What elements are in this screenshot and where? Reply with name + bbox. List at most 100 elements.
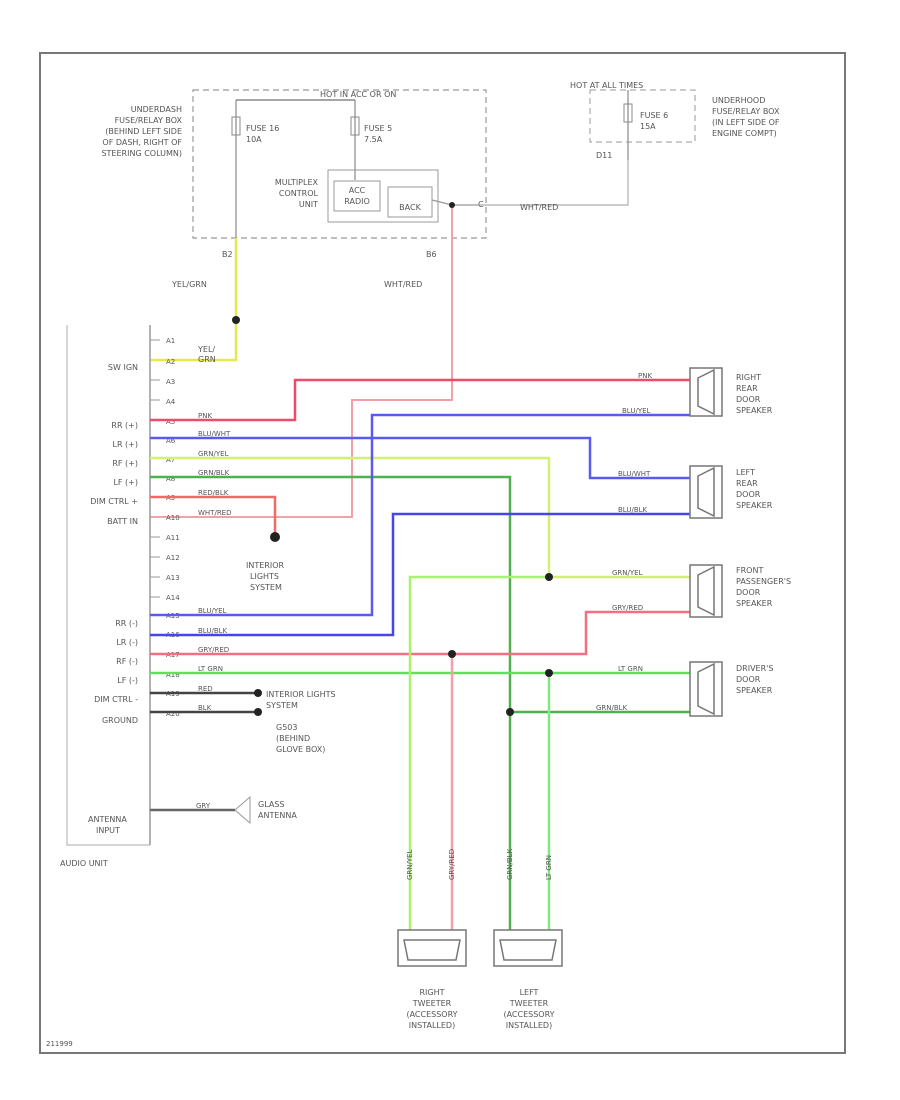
diagram-label: STEERING COLUMN) (101, 149, 182, 158)
wire-blu-yel (150, 413, 690, 617)
diagram-label: FUSE/RELAY BOX (115, 116, 183, 125)
diagram-label: GRY/RED (612, 604, 643, 612)
wire-wht-red (150, 205, 453, 518)
footer-code: 211999 (46, 1040, 73, 1048)
diagram-label: GRY/RED (198, 646, 229, 654)
diagram-label: ANTENNA (258, 811, 297, 820)
diagram-label: A18 (166, 671, 180, 679)
diagram-label: DOOR (736, 675, 761, 684)
diagram-label: G503 (276, 723, 297, 732)
diagram-label: WHT/RED (384, 280, 422, 289)
diagram-label: BLU/BLK (198, 627, 228, 635)
diagram-label: HOT IN ACC OR ON (320, 90, 396, 99)
diagram-label: DIM CTRL - (94, 695, 138, 704)
diagram-label: FUSE 16 (246, 124, 279, 133)
diagram-label: WHT/RED (520, 203, 558, 212)
diagram-label: A3 (166, 378, 175, 386)
diagram-label: GRN/YEL (406, 849, 414, 880)
left-tweeter: GRN/BLK LT GRN LEFT TWEETER (ACCESSORY I… (493, 848, 563, 1030)
diagram-label: BATT IN (107, 517, 138, 526)
diagram-label: LT GRN (618, 665, 643, 673)
diagram-label: A20 (166, 710, 180, 718)
audio-unit: AUDIO UNIT ANTENNA INPUT (60, 325, 151, 868)
diagram-label: A2 (166, 358, 175, 366)
diagram-frame (39, 52, 846, 1054)
right-rear-speaker: RIGHT REAR DOOR SPEAKER PNK BLU/YEL (622, 367, 773, 417)
diagram-label: B2 (222, 250, 233, 259)
diagram-label: A14 (166, 594, 180, 602)
diagram-label: 10A (246, 135, 262, 144)
diagram-label: TWEETER (509, 999, 549, 1008)
left-rear-speaker: LEFT REAR DOOR SPEAKER BLU/WHT BLU/BLK (618, 465, 773, 519)
diagram-label: GRN (198, 355, 216, 364)
diagram-label: BLU/WHT (198, 430, 231, 438)
diagram-label: LF (-) (117, 676, 138, 685)
diagram-label: RF (-) (116, 657, 138, 666)
diagram-label: A5 (166, 418, 175, 426)
diagram-label: GRN/BLK (198, 469, 230, 477)
diagram-label: UNDERHOOD (712, 96, 765, 105)
diagram-label: LEFT (520, 988, 539, 997)
diagram-label: A10 (166, 514, 180, 522)
diagram-label: YEL/ (197, 345, 215, 354)
diagram-label: UNDERDASH (131, 105, 182, 114)
diagram-label: YEL/GRN (171, 280, 207, 289)
underdash-fuse-box: HOT IN ACC OR ON UNDERDASH FUSE/RELAY BO… (101, 89, 487, 259)
diagram-label: HOT AT ALL TIMES (570, 81, 643, 90)
diagram-label: A6 (166, 437, 176, 445)
diagram-label: A11 (166, 534, 180, 542)
diagram-label: ACC (349, 186, 366, 195)
diagram-label: UNIT (299, 200, 318, 209)
diagram-label: GRN/YEL (198, 450, 229, 458)
diagram-label: BLU/YEL (198, 607, 227, 615)
diagram-label: GROUND (102, 716, 138, 725)
diagram-label: (BEHIND LEFT SIDE (105, 127, 182, 136)
diagram-label: D11 (596, 151, 612, 160)
diagram-label: A1 (166, 337, 175, 345)
wire-grn-blk (150, 475, 690, 714)
diagram-label: BACK (399, 203, 421, 212)
diagram-label: DRIVER'S (736, 664, 773, 673)
diagram-label: GLASS (258, 800, 284, 809)
driver-speaker: DRIVER'S DOOR SPEAKER LT GRN GRN/BLK (596, 661, 773, 717)
underhood-fuse-box: HOT AT ALL TIMES FUSE 6 15A UNDERHOOD FU… (431, 81, 780, 212)
diagram-label: PNK (638, 372, 652, 380)
diagram-label: B6 (426, 250, 437, 259)
wire-red-blk (150, 495, 277, 537)
wire-gry-red (150, 610, 690, 656)
diagram-label: RADIO (344, 197, 370, 206)
function-labels: SW IGN RR (+) LR (+) RF (+) LF (+) DIM C… (90, 363, 138, 725)
diagram-label: BLU/WHT (618, 470, 651, 478)
power-wires: YEL/GRN YEL/ GRN WHT/RED (150, 202, 455, 518)
diagram-label: SPEAKER (736, 686, 773, 695)
diagram-label: RF (+) (112, 459, 138, 468)
diagram-label: GRN/BLK (506, 848, 514, 880)
wire-blu-wht (150, 436, 690, 480)
diagram-label: A7 (166, 456, 175, 464)
diagram-label: INTERIOR (246, 561, 285, 570)
diagram-label: RIGHT (736, 373, 761, 382)
diagram-label: WHT/RED (198, 509, 232, 517)
diagram-label: RR (+) (111, 421, 138, 430)
diagram-label: (ACCESSORY (503, 1010, 554, 1019)
diagram-label: LF (+) (113, 478, 138, 487)
wire-tweeter-r1 (408, 575, 549, 930)
diagram-label: A13 (166, 574, 180, 582)
diagram-label: GRY/RED (448, 849, 456, 880)
diagram-label: INTERIOR LIGHTS (266, 690, 336, 699)
wire-blu-blk (150, 512, 690, 637)
diagram-label: GRN/YEL (612, 569, 643, 577)
diagram-label: (IN LEFT SIDE OF (712, 118, 780, 127)
diagram-label: FRONT (736, 566, 763, 575)
diagram-label: (BEHIND (276, 734, 310, 743)
diagram-label: DOOR (736, 490, 761, 499)
diagram-label: A4 (166, 398, 176, 406)
diagram-label: GRN/BLK (596, 704, 628, 712)
diagram-label: LEFT (736, 468, 755, 477)
diagram-label: INSTALLED) (506, 1021, 552, 1030)
diagram-label: OF DASH, RIGHT OF (102, 138, 182, 147)
diagram-label: ENGINE COMPT) (712, 129, 777, 138)
diagram-label: INPUT (96, 826, 120, 835)
diagram-label: 7.5A (364, 135, 383, 144)
